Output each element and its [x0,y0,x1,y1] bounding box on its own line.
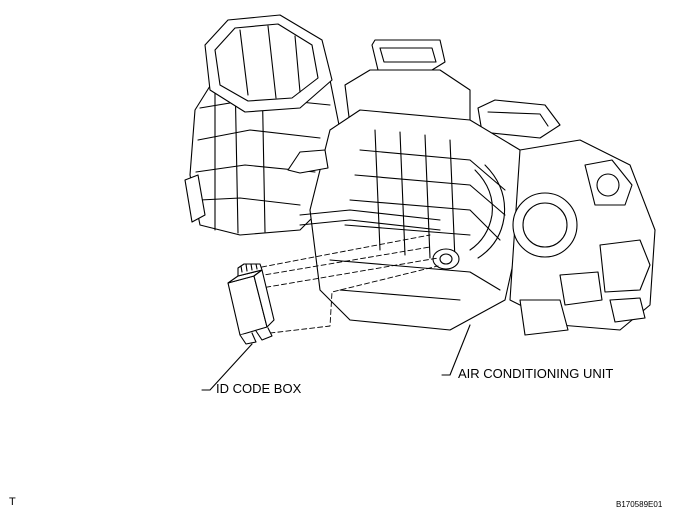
air-conditioning-unit [184,14,656,336]
id-code-box-module [227,263,275,345]
corner-letter: T [9,496,16,508]
air-conditioning-unit-label: AIR CONDITIONING UNIT [458,366,614,381]
id-code-box-leader [201,343,253,391]
assembly-guide-lines [245,234,439,335]
air-conditioning-unit-leader [441,324,471,376]
id-code-box-label: ID CODE BOX [216,381,302,396]
figure-code: B170589E01 [616,500,663,509]
